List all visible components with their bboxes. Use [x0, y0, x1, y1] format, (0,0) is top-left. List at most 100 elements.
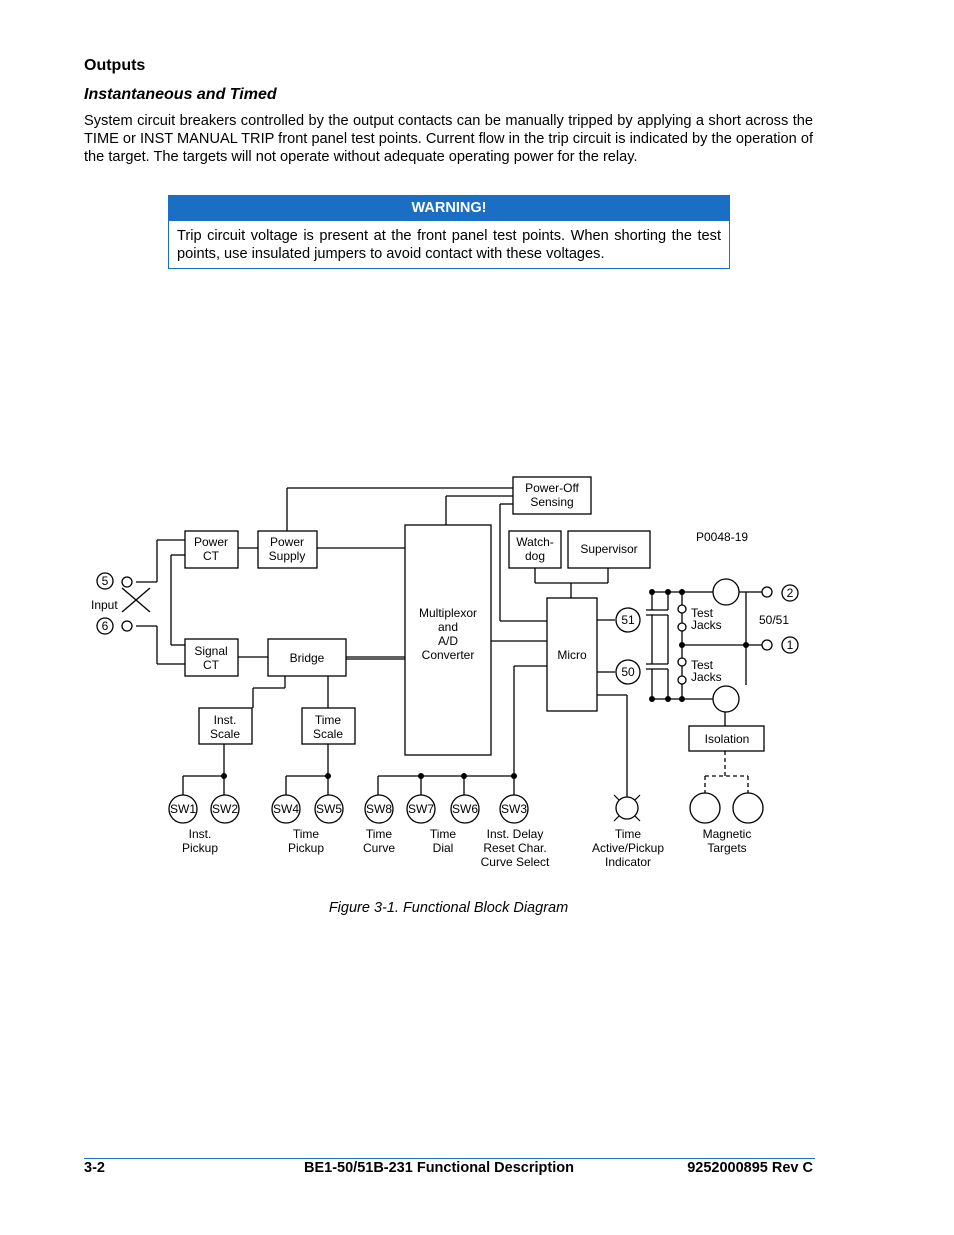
switch-sw6 [450, 794, 480, 824]
signal-ct-line1: Signal [194, 644, 227, 658]
watchdog-block [508, 530, 562, 569]
power-off-block [512, 476, 592, 515]
magnetic-target-right [732, 792, 764, 824]
switch-sw5 [314, 794, 344, 824]
terminal-5-label: 5 [102, 574, 109, 588]
power-supply-block [257, 530, 318, 569]
mux-block [404, 524, 492, 756]
supervisor-block [567, 530, 651, 569]
target-coil-upper [712, 578, 740, 606]
subsection-heading: Instantaneous and Timed [84, 86, 277, 103]
power-supply-line1: Power [270, 535, 304, 549]
time-scale-block [301, 707, 356, 745]
contact-51 [615, 607, 641, 633]
power-supply-line2: Supply [269, 549, 306, 563]
power-off-line2: Sensing [530, 495, 573, 509]
body-paragraph: System circuit breakers controlled by th… [84, 113, 813, 165]
inst-delay-line1: Inst. Delay [487, 827, 544, 841]
isolation-block [688, 725, 765, 752]
watchdog-line2: dog [525, 549, 545, 563]
contact-50-label: 50 [621, 665, 635, 679]
bridge-label: Bridge [290, 651, 325, 665]
targets-line2: Targets [707, 841, 746, 855]
mux-line1: Multiplexor [419, 606, 477, 620]
sw5-label: SW5 [316, 802, 342, 816]
sw6-label: SW6 [452, 802, 478, 816]
switch-sw1 [168, 794, 198, 824]
test-jacks-upper-line2: Jacks [691, 618, 722, 632]
time-curve-line2: Curve [363, 841, 395, 855]
bridge-block [267, 638, 347, 677]
power-ct-block [184, 530, 239, 569]
junction-dots [221, 589, 749, 779]
micro-label: Micro [557, 648, 587, 662]
time-pickup-line1: Time [293, 827, 320, 841]
switch-sw2 [210, 794, 240, 824]
inst-scale-block [198, 707, 253, 745]
indicator-lamp [615, 796, 639, 820]
isolation-label: Isolation [705, 732, 750, 746]
signal-ct-block [184, 638, 239, 677]
indicator-line2: Active/Pickup [592, 841, 664, 855]
terminal-1 [781, 636, 799, 654]
sw4-label: SW4 [273, 802, 299, 816]
test-jacks-upper-line1: Test [691, 606, 714, 620]
targets-line1: Magnetic [703, 827, 752, 841]
footer-page-number: 3-2 [84, 1160, 105, 1176]
contact-51-label: 51 [621, 613, 635, 627]
footer-divider [84, 1158, 815, 1159]
terminal-5 [96, 572, 114, 590]
diagram-blocks [184, 476, 765, 756]
warning-title: WARNING! [169, 196, 729, 221]
inst-delay-line3: Curve Select [481, 855, 550, 869]
switch-sw7 [406, 794, 436, 824]
test-jacks-lower-line2: Jacks [691, 670, 722, 684]
time-dial-line1: Time [430, 827, 457, 841]
mux-line2: and [438, 620, 458, 634]
micro-block [546, 597, 598, 712]
power-ct-line1: Power [194, 535, 228, 549]
mux-line3: A/D [438, 634, 458, 648]
sw1-label: SW1 [170, 802, 196, 816]
section-heading: Outputs [84, 57, 146, 74]
input-label: Input [91, 598, 118, 612]
terminal-6-label: 6 [102, 619, 109, 633]
indicator-line1: Time [615, 827, 642, 841]
inst-pickup-line1: Inst. [189, 827, 212, 841]
terminal-1-label: 1 [787, 638, 794, 652]
time-scale-line2: Scale [313, 727, 343, 741]
supervisor-label: Supervisor [580, 542, 637, 556]
warning-body: Trip circuit voltage is present at the f… [177, 228, 721, 262]
time-pickup-line2: Pickup [288, 841, 324, 855]
power-ct-line2: CT [203, 549, 220, 563]
inst-scale-line2: Scale [210, 727, 240, 741]
indicator-line3: Indicator [605, 855, 651, 869]
switch-sw8 [364, 794, 394, 824]
time-scale-line1: Time [315, 713, 342, 727]
time-dial-line2: Dial [433, 841, 454, 855]
mux-line4: Converter [422, 648, 475, 662]
drawing-number: P0048-19 [696, 530, 748, 544]
sw8-label: SW8 [366, 802, 392, 816]
signal-ct-line2: CT [203, 658, 220, 672]
switch-sw3 [499, 794, 529, 824]
functional-block-diagram: Input 5 6 2 1 P0048-19 Power CT Power Su… [91, 476, 799, 869]
watchdog-line1: Watch- [516, 535, 554, 549]
diagram-labels: Input 5 6 2 1 P0048-19 Power CT Power Su… [91, 481, 794, 869]
lamp-rays [613, 794, 641, 822]
terminal-6 [96, 617, 114, 635]
test-jacks-lower-line1: Test [691, 658, 714, 672]
magnetic-target-left [689, 792, 721, 824]
sw7-label: SW7 [408, 802, 434, 816]
inst-scale-line1: Inst. [214, 713, 237, 727]
footer-doc-number: 9252000895 Rev C [687, 1160, 813, 1176]
power-off-line1: Power-Off [525, 481, 579, 495]
inst-delay-line2: Reset Char. [483, 841, 546, 855]
diagram-circles [96, 572, 799, 824]
switch-sw4 [271, 794, 301, 824]
sw3-label: SW3 [501, 802, 527, 816]
contact-50 [615, 659, 641, 685]
sw2-label: SW2 [212, 802, 238, 816]
inst-pickup-line2: Pickup [182, 841, 218, 855]
figure-caption: Figure 3-1. Functional Block Diagram [328, 900, 569, 916]
